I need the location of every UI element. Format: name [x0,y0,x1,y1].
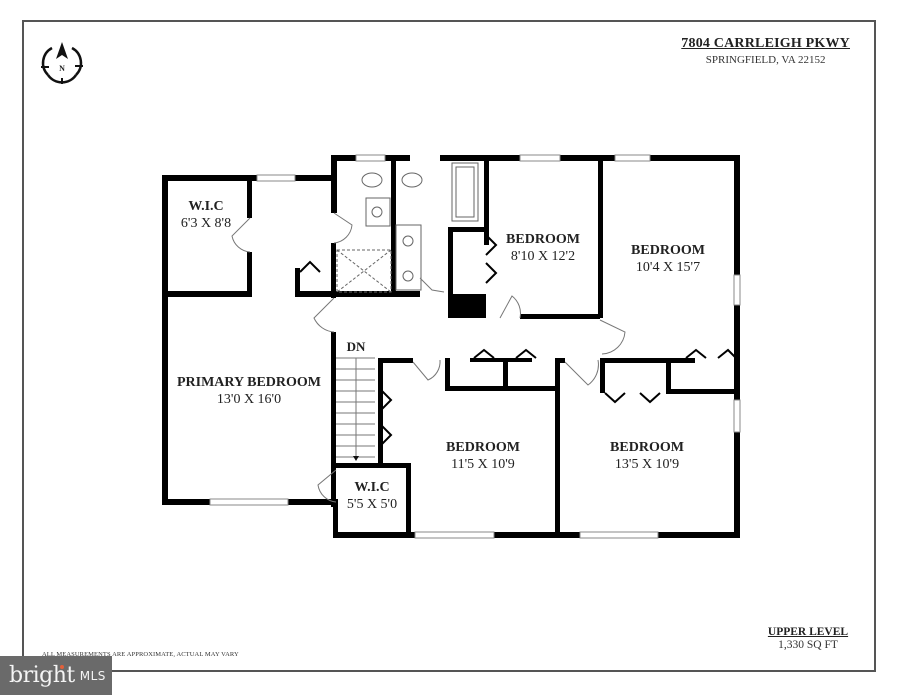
wall [560,155,615,161]
room-label-bedroom-2: BEDROOM 8'10 X 12'2 [506,232,580,265]
wall [391,160,396,295]
wall [448,227,453,317]
level-area: 1,330 SQ FT [778,639,838,651]
wall [734,155,740,275]
wall [331,155,337,213]
wall [331,332,336,507]
wall [650,155,740,161]
wall [734,305,740,400]
wall [520,314,600,319]
wall [598,158,603,318]
room-label-bedroom-5: BEDROOM 13'5 X 10'9 [610,440,684,473]
bright-mls-logo: bright MLS [0,656,112,695]
wall [503,358,508,388]
wall [331,155,356,161]
wall [440,155,520,161]
measurement-disclaimer: ALL MEASUREMENTS ARE APPROXIMATE, ACTUAL… [42,651,239,658]
wall [288,499,338,505]
room-label-primary-bedroom: PRIMARY BEDROOM 13'0 X 16'0 [176,375,322,408]
page-frame [22,20,876,672]
wall [247,178,252,218]
street-address: 7804 CARRLEIGH PKWY [681,36,850,51]
wall [247,252,252,296]
stairs-down-label: DN [346,339,366,354]
wall [484,160,489,245]
north-compass-icon: N [40,40,84,89]
wall [734,432,740,537]
wall [378,358,383,468]
logo-wordmark: bright [9,663,75,688]
property-address: 7804 CARRLEIGH PKWY SPRINGFIELD, VA 2215… [681,36,850,66]
wall [378,358,413,363]
wall [666,358,671,393]
wall [406,463,411,538]
wall [333,505,338,538]
wall [555,358,565,363]
wall [295,268,300,296]
wall [162,175,257,181]
wall [600,358,695,363]
logo-suffix: MLS [79,668,106,683]
wall [445,358,450,391]
wall [448,227,488,232]
wall [333,532,415,538]
svg-text:N: N [59,64,65,73]
level-info: UPPER LEVEL 1,330 SQ FT [752,626,864,651]
room-label-wic-2: W.I.C 5'5 X 5'0 [346,480,398,513]
level-name: UPPER LEVEL [767,626,849,638]
logo-accent-dot [60,665,64,669]
wall [445,386,557,391]
wall [555,358,560,538]
wall [666,389,738,394]
wall [494,532,580,538]
wall [295,291,420,297]
wall [658,532,740,538]
wall [600,358,605,393]
room-label-bedroom-4: BEDROOM 11'5 X 10'9 [446,440,520,473]
wall [470,358,532,362]
wall [295,175,335,181]
room-label-bedroom-3: BEDROOM 10'4 X 15'7 [631,243,705,276]
city-state-zip: SPRINGFIELD, VA 22152 [705,54,826,66]
wall [162,175,168,505]
wall [162,499,210,505]
wall [448,294,486,318]
wall [331,243,336,298]
wall [336,463,411,468]
wall [162,291,252,297]
wall [385,155,410,161]
room-label-wic-1: W.I.C 6'3 X 8'8 [180,199,232,232]
